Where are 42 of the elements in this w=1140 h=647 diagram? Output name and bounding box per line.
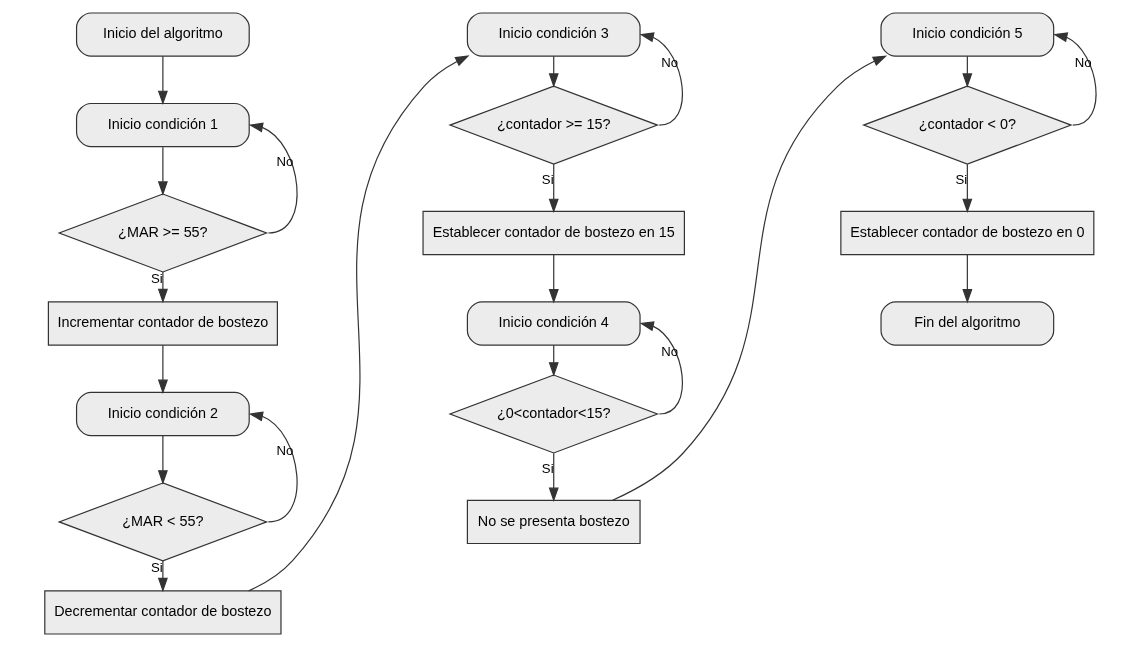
arrow <box>248 122 298 234</box>
node-box: Inicio condición 4 <box>466 301 641 346</box>
edge-label: No <box>1074 54 1092 70</box>
node-box: Inicio del algoritmo <box>75 12 250 57</box>
edge-label: Si <box>954 172 967 188</box>
node-diamond: ¿contador < 0? <box>861 85 1073 165</box>
edge-label: Si <box>541 461 554 476</box>
node-box: Establecer contador de bostezo en 0 <box>839 210 1094 256</box>
arrow <box>548 254 559 304</box>
arrow <box>638 321 683 415</box>
node-diamond: ¿MAR < 55? <box>56 482 268 562</box>
arrow <box>157 344 168 394</box>
arrow <box>157 435 168 485</box>
node-box: Inicio condición 1 <box>75 102 250 148</box>
node-box: Incrementar contador de bostezo <box>47 301 278 346</box>
arrow <box>548 452 559 502</box>
node-box: Fin del algoritmo <box>879 301 1054 346</box>
node-diamond: ¿contador >= 15? <box>447 85 659 165</box>
arrow <box>1052 32 1097 126</box>
node-box: Establecer contador de bostezo en 15 <box>421 210 685 256</box>
arrow <box>157 55 168 106</box>
arrow <box>157 560 168 593</box>
edge-label: Si <box>541 172 554 188</box>
node-box: Inicio condición 2 <box>75 391 250 437</box>
node-box: Inicio condición 5 <box>879 12 1054 57</box>
node-diamond: ¿0<contador<15? <box>447 374 659 454</box>
edge-label: Si <box>150 559 163 575</box>
arrow <box>638 32 683 126</box>
node-diamond: ¿MAR >= 55? <box>56 193 268 273</box>
arrow <box>248 411 298 523</box>
arrow <box>157 146 168 196</box>
node-box: No se presenta bostezo <box>466 499 641 545</box>
arrow <box>961 254 972 304</box>
arrow <box>961 163 972 214</box>
node-box: Inicio condición 3 <box>466 12 641 57</box>
edge-label: Si <box>150 270 163 286</box>
arrow <box>548 163 559 214</box>
node-box: Decrementar contador de bostezo <box>43 590 282 635</box>
arrow <box>611 55 887 501</box>
arrow <box>157 271 168 304</box>
edge-label: No <box>275 442 293 458</box>
arrow <box>247 55 470 592</box>
